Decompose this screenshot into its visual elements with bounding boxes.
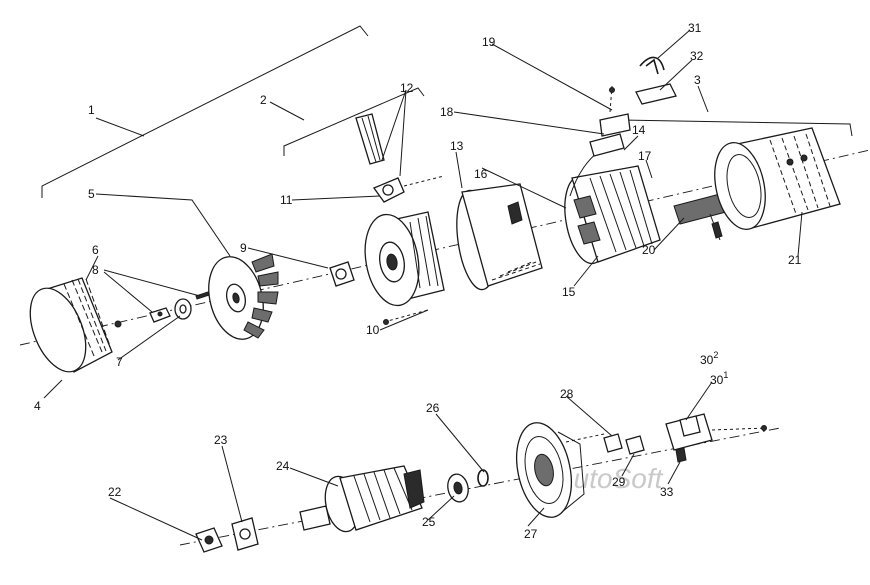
callout-labels: 1 2 3 4 5 6 7 8 9 10 11 12 13 14 15 16 1… [34, 21, 802, 541]
group-bracket-1 [41, 25, 369, 198]
callout-33: 33 [660, 485, 674, 499]
terminal-plate-part-18 [589, 133, 625, 157]
front-housing-part-10 [364, 211, 445, 307]
callout-2: 2 [260, 93, 267, 107]
nut-part-28 [565, 433, 623, 453]
callout-20: 20 [642, 243, 656, 257]
callout-27: 27 [524, 527, 538, 541]
callout-10: 10 [366, 323, 380, 337]
callout-18: 18 [440, 105, 454, 119]
callout-21: 21 [788, 253, 802, 267]
regulator-part-30 [665, 413, 767, 451]
callout-6: 6 [92, 243, 99, 257]
spring-clip-part-31 [639, 56, 665, 75]
callout-30-1-superscript: 1 [723, 370, 728, 380]
callout-28: 28 [560, 387, 574, 401]
callout-26: 26 [426, 401, 440, 415]
callout-25: 25 [422, 515, 436, 529]
snap-ring-part-26 [477, 469, 489, 487]
nut-part-29 [625, 435, 645, 455]
callout-23: 23 [214, 433, 228, 447]
callout-19: 19 [482, 35, 496, 49]
callout-30-2-superscript: 2 [713, 350, 718, 360]
callout-14: 14 [632, 123, 646, 137]
shaft-part-20 [673, 193, 727, 241]
callout-5: 5 [88, 187, 95, 201]
callout-4: 4 [34, 399, 41, 413]
end-cap-part-4 [29, 277, 113, 373]
spring-clip-part-6 [149, 307, 171, 323]
cover-part-32 [635, 83, 677, 105]
callout-31: 31 [688, 21, 702, 35]
stator-winding-part-15 [564, 165, 661, 265]
callout-12: 12 [400, 81, 414, 95]
callout-9: 9 [240, 241, 247, 255]
group-bracket-3 [619, 119, 853, 137]
callout-17: 17 [638, 149, 652, 163]
brush-holder-part-11 [372, 175, 445, 203]
callout-30-1: 301 [710, 370, 728, 387]
callout-8: 8 [92, 263, 99, 277]
fan-part-5 [208, 253, 279, 340]
callout-3: 3 [694, 73, 701, 87]
callout-1: 1 [88, 103, 95, 117]
callout-15: 15 [562, 285, 576, 299]
bearing-plate-part-9 [329, 261, 355, 287]
rotor-part-24 [299, 465, 425, 533]
bearing-part-25 [447, 473, 469, 503]
callout-30-2: 302 [700, 350, 718, 367]
callout-16: 16 [474, 167, 488, 181]
screws-part-10 [383, 309, 429, 325]
brushes-part-12 [355, 113, 385, 165]
plug-part-33 [675, 447, 687, 463]
washer-part-23 [231, 517, 259, 551]
callout-32: 32 [690, 49, 704, 63]
washer-part-7 [174, 298, 192, 320]
callout-7: 7 [116, 355, 123, 369]
leader-lines [43, 29, 803, 541]
group-bracket-2 [283, 87, 425, 156]
callout-30-1-number: 30 [710, 373, 724, 387]
callout-24: 24 [276, 459, 290, 473]
callout-13: 13 [450, 139, 464, 153]
callout-29: 29 [612, 475, 626, 489]
callout-30-2-number: 30 [700, 353, 714, 367]
nut-part-22 [195, 527, 223, 553]
end-bracket-part-27 [516, 422, 585, 518]
callout-22: 22 [108, 485, 122, 499]
callout-11: 11 [280, 193, 293, 207]
terminal-part-19 [599, 85, 631, 137]
rear-housing-part-21 [714, 127, 841, 230]
stator-shell-part-13 [456, 183, 543, 291]
